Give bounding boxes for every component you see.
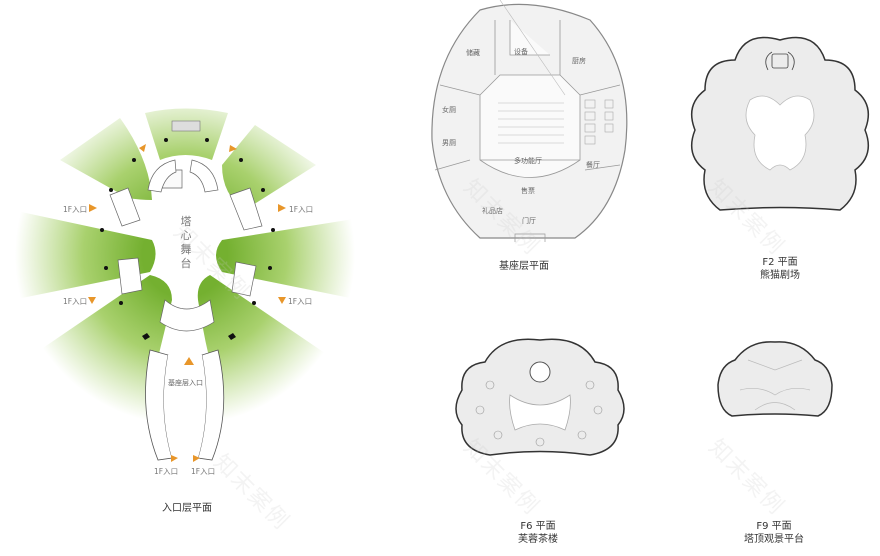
entry-label-right-upper: 1F入口	[289, 205, 314, 214]
f9-plan-caption: F9 平面 塔顶观景平台	[744, 521, 804, 545]
entry-label-right-lower: 1F入口	[288, 297, 313, 306]
basement-entry-ramp	[145, 349, 225, 461]
entry-arrows	[88, 144, 286, 462]
top-bench	[171, 120, 201, 132]
room-lobby: 门厅	[522, 217, 536, 225]
room-ticketing: 售票	[521, 187, 535, 195]
f6-plan-caption: F6 平面 芙蓉茶楼	[518, 521, 558, 545]
f9-plan-drawing	[717, 341, 833, 417]
entrance-plan-caption: 入口层平面	[162, 503, 212, 514]
room-kitchen: 厨房	[572, 57, 586, 65]
entry-label-bottom-left: 1F入口	[154, 467, 179, 476]
room-multifunction-hall: 多功能厅	[514, 157, 542, 165]
room-restaurant: 餐厅	[586, 161, 600, 169]
room-equipment: 设备	[514, 48, 528, 56]
entry-label-bottom-right: 1F入口	[191, 467, 216, 476]
green-terrace-wedges	[12, 108, 360, 470]
basement-entry-label: 基座层入口	[168, 379, 203, 387]
entry-label-left-lower: 1F入口	[63, 297, 88, 306]
f6-plan-drawing	[455, 338, 625, 456]
entrance-plan-drawing	[12, 108, 360, 470]
columns	[100, 138, 275, 340]
f9-plan: F9 平面 塔顶观景平台	[700, 330, 880, 556]
f2-plan-caption: F2 平面 熊猫剧场	[760, 257, 800, 281]
basement-level-plan: 储藏 设备 厨房 女厕 男厕 多功能厅 餐厅 售票 礼品店 门厅 基座层平面	[420, 0, 650, 300]
basement-plan-drawing	[431, 0, 628, 242]
tower-stage-label: 塔 心 舞 台	[180, 215, 192, 270]
f2-plan: F2 平面 熊猫剧场	[680, 20, 880, 290]
room-gift-shop: 礼品店	[482, 207, 503, 215]
f6-plan: F6 平面 芙蓉茶楼	[450, 330, 630, 556]
room-storage: 储藏	[466, 49, 480, 57]
entrance-level-plan: 塔 心 舞 台 1F入口 1F入口 1F入口 1F入口 1F入口 1F入口 基座…	[0, 0, 420, 556]
room-mens-restroom: 男厕	[442, 139, 456, 147]
room-womens-restroom: 女厕	[442, 106, 456, 114]
stair-segments	[109, 159, 263, 332]
entry-label-left-upper: 1F入口	[63, 205, 88, 214]
basement-plan-caption: 基座层平面	[499, 261, 549, 272]
f2-plan-drawing	[690, 36, 870, 211]
